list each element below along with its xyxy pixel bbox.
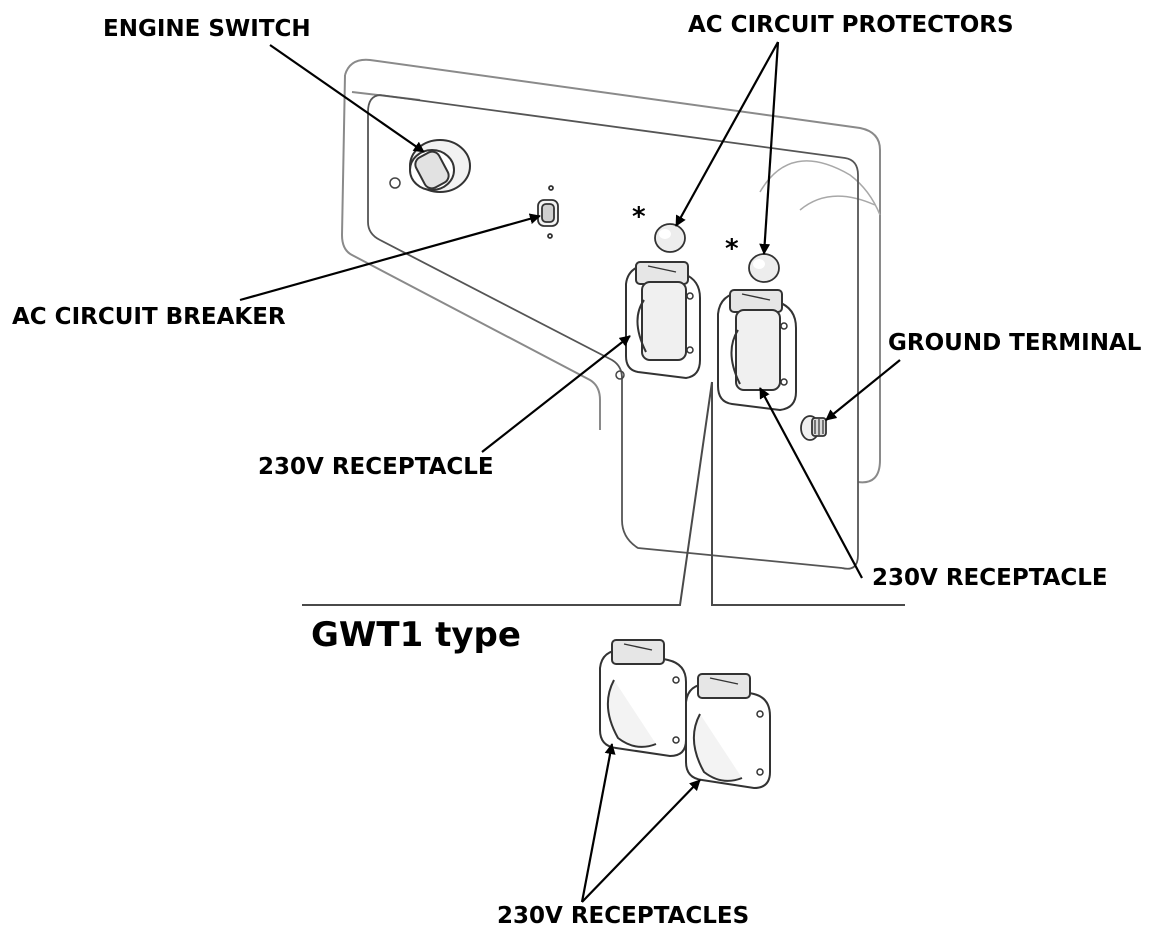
receptacle-left-screw <box>615 370 625 380</box>
label-ac-circuit-protectors: AC CIRCUIT PROTECTORS <box>688 12 1014 38</box>
ac-circuit-protector-right <box>748 253 780 283</box>
receptacle-left <box>625 261 701 380</box>
panel-screw-hole <box>389 177 401 189</box>
gwt1-section-divider <box>302 381 905 606</box>
side-casing <box>759 160 881 216</box>
asterisk-protector-right: * <box>725 234 739 264</box>
panel-housing <box>340 58 881 484</box>
gwt1-receptacle-left <box>599 639 687 758</box>
label-receptacle-right: 230V RECEPTACLE <box>872 565 1108 591</box>
leader-ground-terminal <box>825 359 901 421</box>
label-ac-circuit-breaker: AC CIRCUIT BREAKER <box>12 304 286 330</box>
leader-receptacle-right <box>759 387 863 579</box>
leader-gwt1-receptacle-right <box>581 779 701 903</box>
leader-engine-switch <box>269 44 425 153</box>
leader-protector-right <box>759 41 780 255</box>
leader-receptacle-left <box>481 335 631 453</box>
ac-circuit-protector-left <box>654 223 686 253</box>
panel-face <box>367 94 859 570</box>
engine-switch-knob <box>409 139 471 193</box>
receptacle-right <box>717 289 797 412</box>
leader-protector-left <box>675 41 779 227</box>
label-engine-switch: ENGINE SWITCH <box>103 16 311 42</box>
leader-circuit-breaker <box>239 213 541 302</box>
variant-title: GWT1 type <box>311 615 521 655</box>
ac-circuit-breaker-toggle <box>537 185 559 239</box>
label-receptacles-bottom: 230V RECEPTACLES <box>497 903 750 929</box>
label-ground-terminal: GROUND TERMINAL <box>888 330 1142 356</box>
gwt1-receptacle-right <box>685 673 771 790</box>
label-receptacle-left: 230V RECEPTACLE <box>258 454 494 480</box>
ground-terminal <box>800 415 827 441</box>
leader-gwt1-receptacle-left <box>580 743 616 903</box>
leader-lines <box>239 41 901 903</box>
asterisk-protector-left: * <box>632 202 646 232</box>
